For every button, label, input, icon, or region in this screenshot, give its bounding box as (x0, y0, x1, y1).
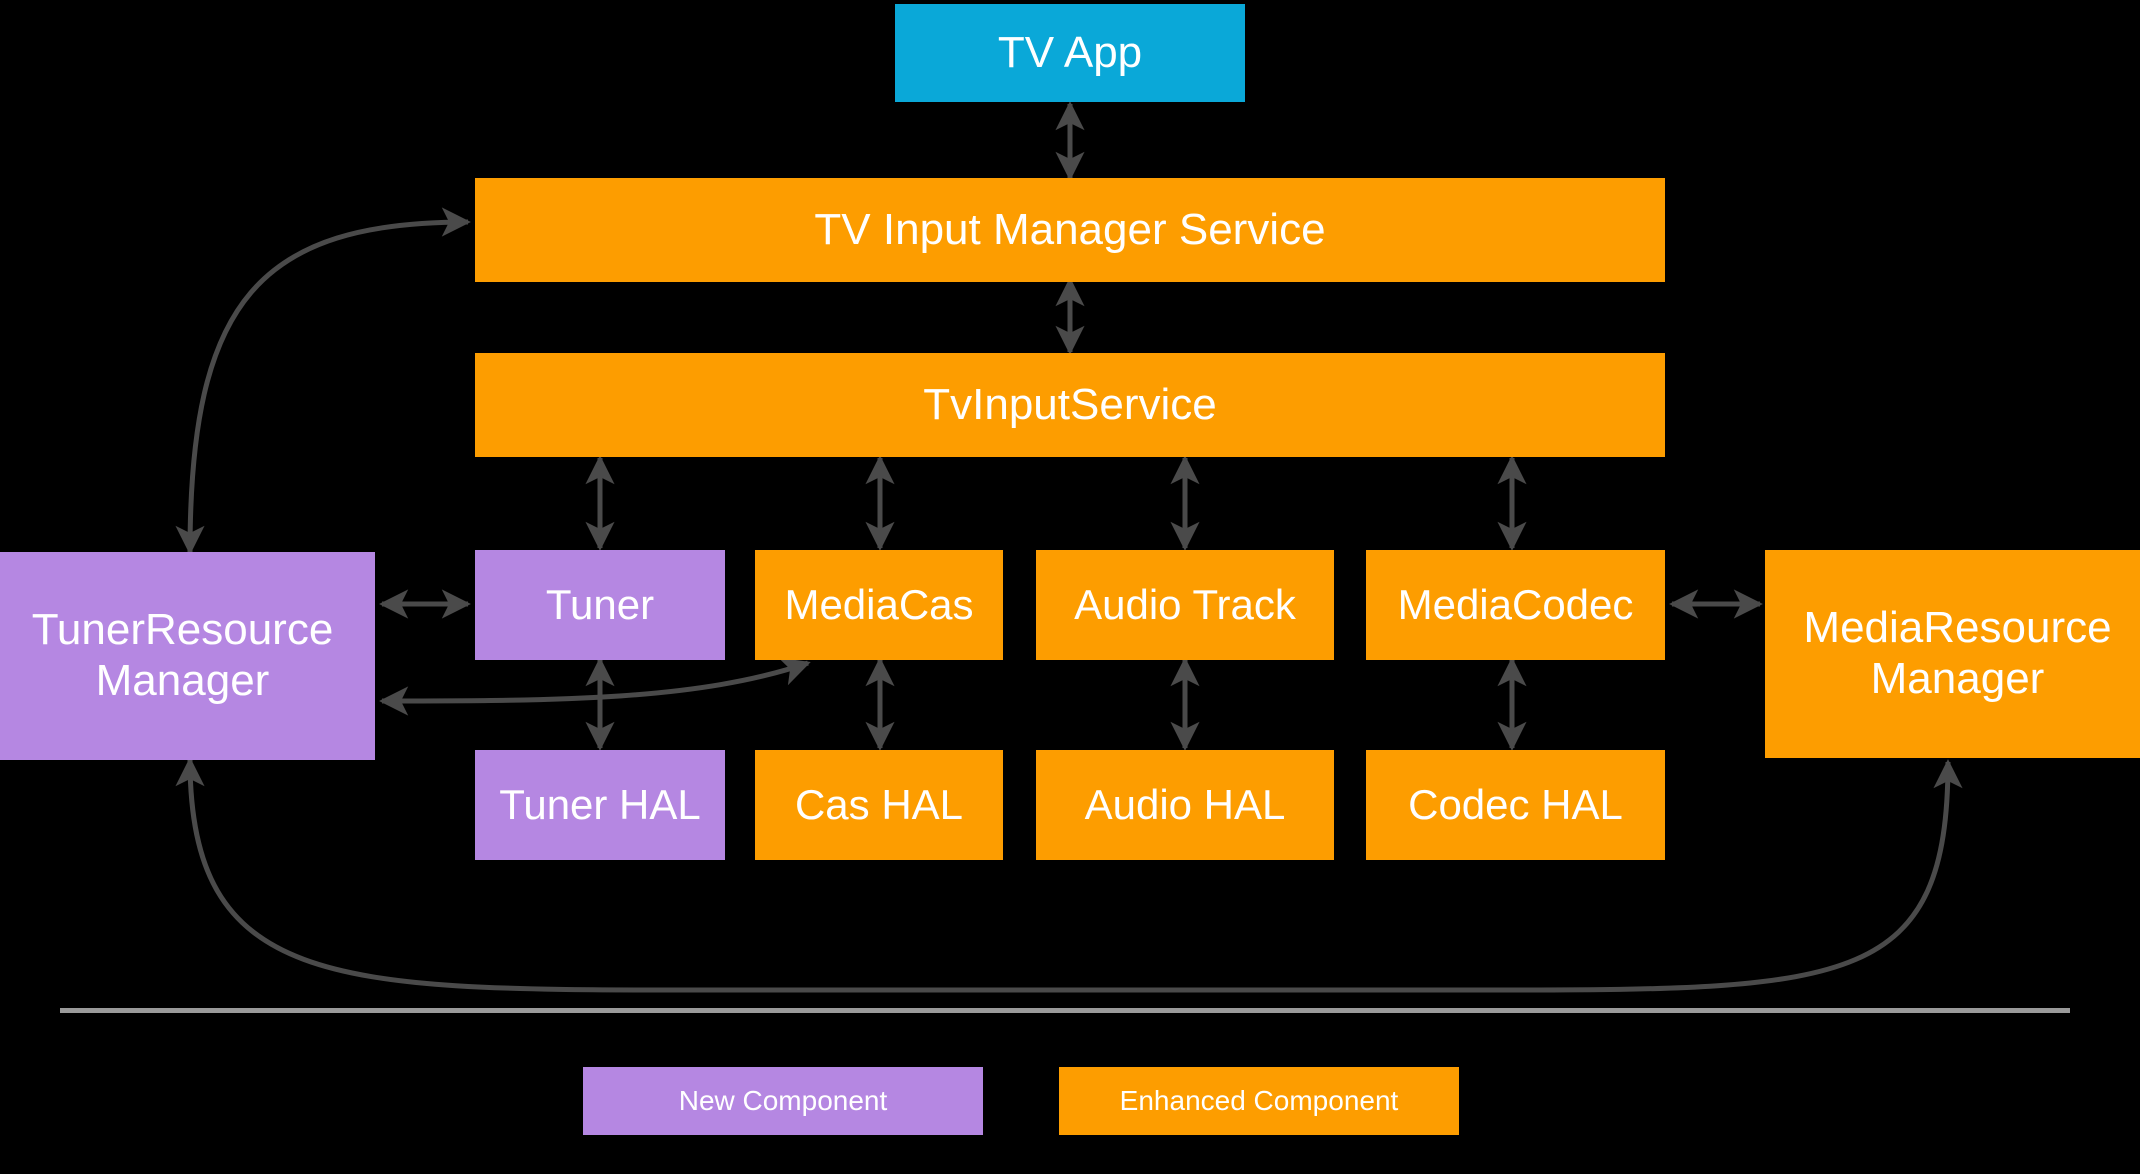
node-label: TV Input Manager Service (814, 204, 1326, 254)
node-media-cas[interactable]: MediaCas (755, 550, 1003, 660)
node-label: TV App (997, 27, 1143, 77)
legend-label: Enhanced Component (1119, 1085, 1399, 1116)
node-tuner[interactable]: Tuner (475, 550, 725, 660)
node-label: MediaCas (784, 580, 974, 628)
node-label: Codec HAL (1408, 780, 1623, 828)
node-label: Audio HAL (1084, 780, 1286, 828)
node-label: Cas HAL (794, 780, 964, 828)
node-label-line2: Manager (1870, 654, 2045, 703)
node-audio-hal[interactable]: Audio HAL (1036, 750, 1334, 860)
node-label-line1: TunerResource (31, 605, 334, 655)
node-label-line2: Manager (95, 656, 270, 705)
legend-item-enhanced-component: Enhanced Component (1059, 1067, 1459, 1135)
node-label: Tuner HAL (499, 780, 701, 828)
node-cas-hal[interactable]: Cas HAL (755, 750, 1003, 860)
node-audio-track[interactable]: Audio Track (1036, 550, 1334, 660)
node-label: Audio Track (1074, 580, 1296, 628)
node-tv-input-service[interactable]: TvInputService (475, 353, 1665, 457)
node-label-line1: MediaResource (1803, 603, 2112, 653)
legend-item-new-component: New Component (583, 1067, 983, 1135)
node-media-resource-manager[interactable]: MediaResource Manager (1765, 550, 2140, 758)
legend-label: New Component (678, 1085, 888, 1116)
legend-divider (60, 1008, 2070, 1013)
node-tv-app[interactable]: TV App (895, 4, 1245, 102)
node-label: Tuner (545, 580, 655, 628)
node-tv-input-manager-service[interactable]: TV Input Manager Service (475, 178, 1665, 282)
node-tuner-hal[interactable]: Tuner HAL (475, 750, 725, 860)
node-tuner-resource-manager[interactable]: TunerResource Manager (0, 552, 375, 760)
node-label: TvInputService (923, 379, 1217, 429)
node-codec-hal[interactable]: Codec HAL (1366, 750, 1665, 860)
arrow-trm-tims-curve (175, 207, 471, 555)
node-media-codec[interactable]: MediaCodec (1366, 550, 1665, 660)
node-label: MediaCodec (1397, 580, 1634, 628)
arrow-trm-mediacas-curve (379, 657, 811, 716)
